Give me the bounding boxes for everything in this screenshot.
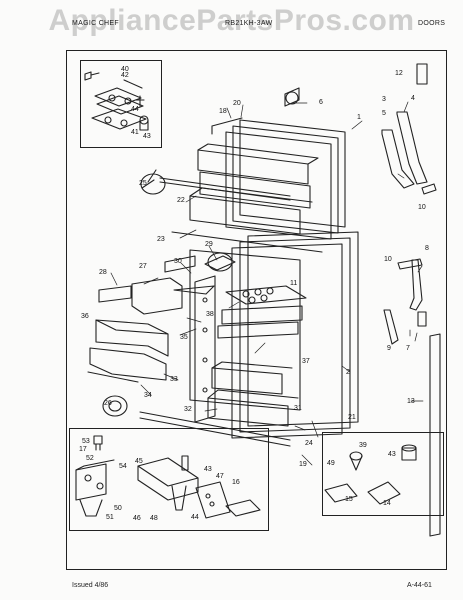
callout-15: 15 [345,496,353,503]
callout-1: 1 [357,114,361,121]
callout-48: 48 [150,515,158,522]
callout-10b: 10 [384,256,392,263]
accessory-parts-drawing [324,444,417,505]
header-section: DOORS [418,20,446,27]
lower-hinge-inset-box [69,428,269,531]
callout-33: 33 [170,376,178,383]
callout-14: 14 [383,500,391,507]
callout-18: 18 [219,108,227,115]
callout-7: 7 [406,345,410,352]
callout-26: 26 [104,400,112,407]
callout-13: 13 [407,398,415,405]
callout-5: 5 [382,110,386,117]
callout-43b: 43 [204,466,212,473]
callout-6: 6 [319,99,323,106]
hinge-inset-box [80,60,162,148]
callout-53: 53 [82,438,90,445]
footer-code: A-44-61 [407,582,432,589]
callout-25: 25 [139,180,147,187]
callout-43a: 43 [143,133,151,140]
callout-9: 9 [387,345,391,352]
callout-50: 50 [114,505,122,512]
callout-3: 3 [382,96,386,103]
freezer-door-drawing [159,87,346,253]
left-shelves-drawing [87,169,236,417]
callout-37: 37 [302,358,310,365]
callout-40: 40 [121,66,129,73]
callout-45: 45 [135,458,143,465]
callout-4: 4 [411,95,415,102]
callout-54: 54 [119,463,127,470]
callout-24: 24 [305,440,313,447]
callout-47: 47 [216,473,224,480]
header-model: RB21KH-3AW [225,20,273,27]
callout-10a: 10 [418,204,426,211]
callout-46: 46 [133,515,141,522]
callout-27: 27 [139,263,147,270]
callout-30: 30 [174,258,182,265]
callout-17: 17 [79,446,87,453]
callout-8: 8 [425,245,429,252]
callout-16: 16 [232,479,240,486]
header-brand: MAGIC CHEF [72,20,119,27]
callout-43c: 43 [388,451,396,458]
diagram-frame [66,50,447,570]
accessory-inset-box [322,432,444,516]
callout-2: 2 [346,369,350,376]
upper-hinge-drawing [84,71,149,131]
callout-11: 11 [290,280,298,287]
callout-49: 49 [327,460,335,467]
callout-32: 32 [184,406,192,413]
callout-52: 52 [86,455,94,462]
footer-issued: Issued 4/86 [72,582,109,589]
callout-22: 22 [177,197,185,204]
callout-23: 23 [157,236,165,243]
right-hinge-drawing [381,63,441,537]
lower-hinge-drawing [75,435,261,519]
callout-29: 29 [205,241,213,248]
callout-12: 12 [395,70,403,77]
watermark: AppliancePartsPros.com [48,4,415,37]
callout-42: 42 [121,72,129,79]
callout-36: 36 [81,313,89,320]
callout-19: 19 [299,461,307,468]
callout-34: 34 [144,392,152,399]
callout-44a: 44 [131,106,139,113]
callout-31: 31 [294,405,302,412]
fresh-food-door-drawing [139,231,359,447]
callout-51: 51 [106,514,114,521]
callout-21: 21 [348,414,356,421]
callout-28: 28 [99,269,107,276]
callout-44b: 44 [191,514,199,521]
callout-41: 41 [131,129,139,136]
callout-39: 39 [359,442,367,449]
callout-38: 38 [206,311,214,318]
leader-lines [110,101,424,466]
callout-20: 20 [233,100,241,107]
callout-35: 35 [180,334,188,341]
